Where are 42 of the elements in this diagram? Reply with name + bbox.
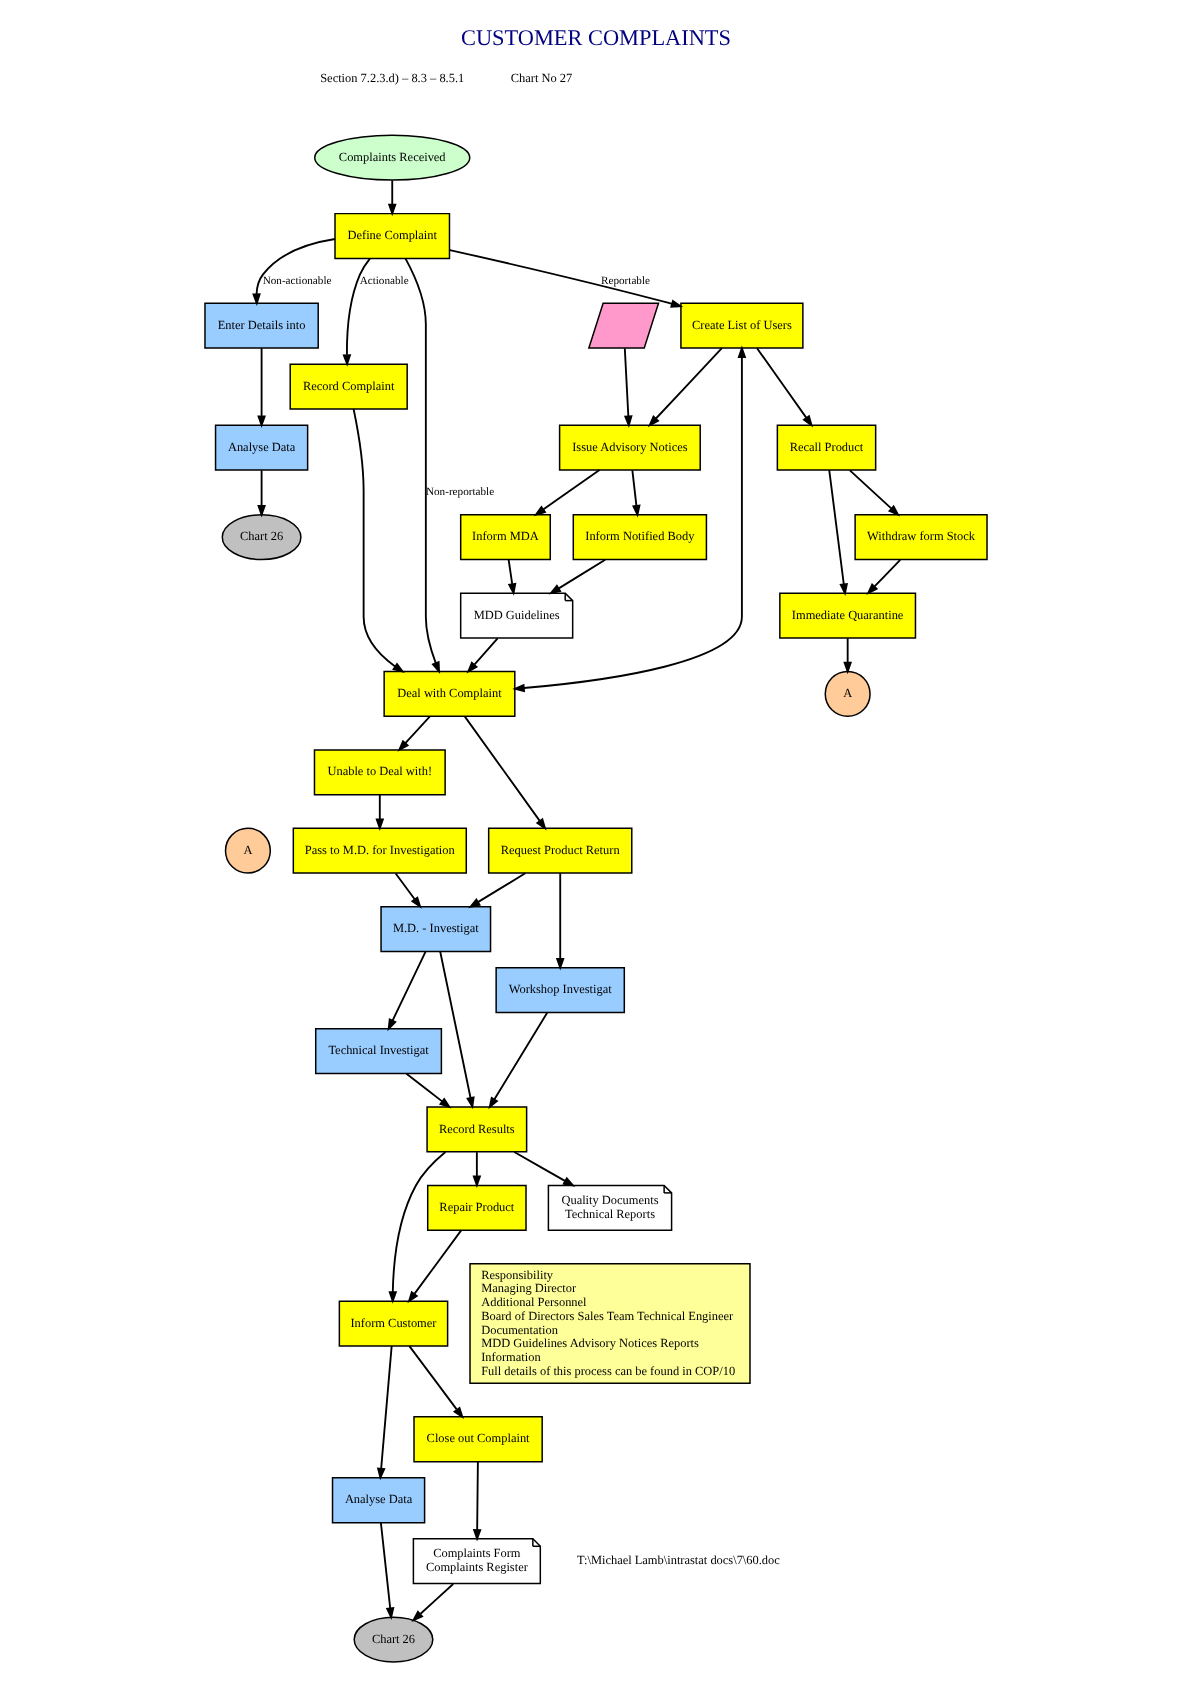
arrow — [438, 950, 474, 1110]
arrow — [512, 1151, 575, 1187]
arrow — [487, 1011, 548, 1110]
arrow — [532, 469, 600, 517]
arrow — [393, 872, 421, 909]
arrow — [554, 872, 564, 971]
arrow — [622, 347, 632, 428]
arrow — [471, 1151, 481, 1189]
arrow — [842, 637, 852, 675]
arrow — [378, 1521, 394, 1620]
arrow — [375, 1345, 392, 1481]
arrow — [847, 469, 900, 517]
arrow — [374, 794, 384, 831]
arrow — [462, 715, 546, 831]
node-parallelogram — [586, 302, 659, 349]
arrow — [827, 469, 848, 596]
arrow — [547, 558, 606, 595]
arrow — [646, 347, 722, 428]
arrow — [410, 1583, 454, 1622]
arrow — [403, 257, 440, 674]
arrow — [387, 1151, 446, 1304]
arrow — [396, 715, 430, 752]
arrow — [341, 257, 370, 367]
arrow — [256, 469, 265, 518]
diagram-title: CUSTOMER COMPLAINTS — [460, 26, 730, 51]
arrow — [251, 238, 335, 306]
arrow — [511, 345, 746, 693]
arrow — [755, 347, 813, 428]
arrow — [506, 559, 516, 596]
arrow — [471, 1460, 481, 1542]
arrow — [865, 559, 901, 595]
arrow — [467, 872, 526, 909]
arrow — [406, 1229, 462, 1304]
arrow — [447, 249, 683, 308]
arrow — [465, 637, 498, 674]
arrow — [256, 347, 265, 428]
arrow — [386, 950, 426, 1032]
arrow — [351, 408, 404, 673]
arrow — [407, 1345, 463, 1420]
arrow — [630, 469, 640, 518]
arrow — [404, 1072, 451, 1109]
arrow — [386, 179, 396, 217]
